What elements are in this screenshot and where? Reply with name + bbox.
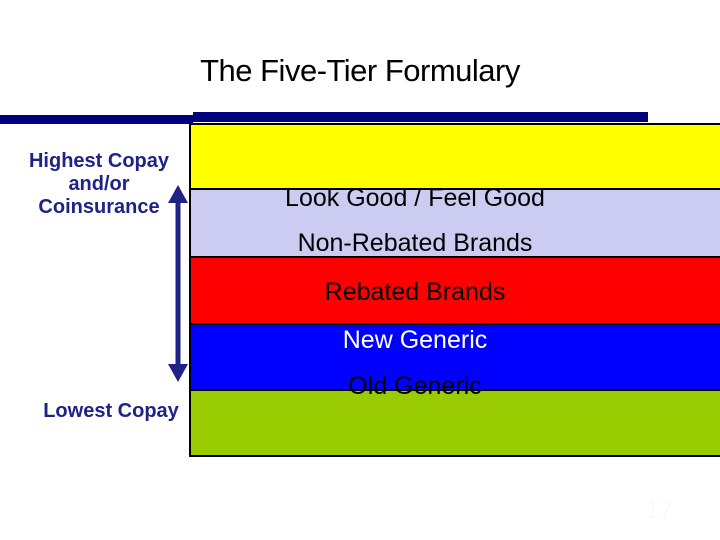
accent-bar-left-segment — [0, 115, 193, 124]
slide-number: 17 — [646, 497, 673, 524]
accent-bar-right-segment — [193, 112, 648, 122]
formulary-tier-stack — [189, 123, 720, 457]
highest-copay-line-1: Highest Copay — [28, 150, 170, 172]
tier-label-old-generic: Old Generic — [348, 372, 482, 400]
tier-box-look-good-feel-good — [191, 123, 720, 188]
lowest-copay-label: Lowest Copay — [43, 400, 179, 422]
arrow-head-up — [168, 185, 188, 203]
tier-box-rebated-brands — [191, 256, 720, 323]
tier-label-new-generic: New Generic — [342, 326, 488, 354]
tier-box-new-generic — [191, 323, 720, 389]
highest-copay-label: Highest Copay and/or Coinsurance — [19, 150, 179, 219]
tier-label-rebated-brands: Rebated Brands — [324, 278, 506, 306]
highest-copay-line-2: and/or — [68, 173, 130, 195]
highest-copay-line-3: Coinsurance — [38, 196, 160, 218]
tier-label-look-good-feel-good: Look Good / Feel Good — [285, 184, 545, 212]
tier-label-non-rebated-brands: Non-Rebated Brands — [297, 229, 533, 257]
tier-box-old-generic — [191, 389, 720, 457]
arrow-head-down — [168, 364, 188, 382]
tier-box-non-rebated-brands — [191, 188, 720, 256]
slide-title: The Five-Tier Formulary — [200, 53, 520, 88]
copay-direction-arrow-icon — [168, 185, 188, 382]
